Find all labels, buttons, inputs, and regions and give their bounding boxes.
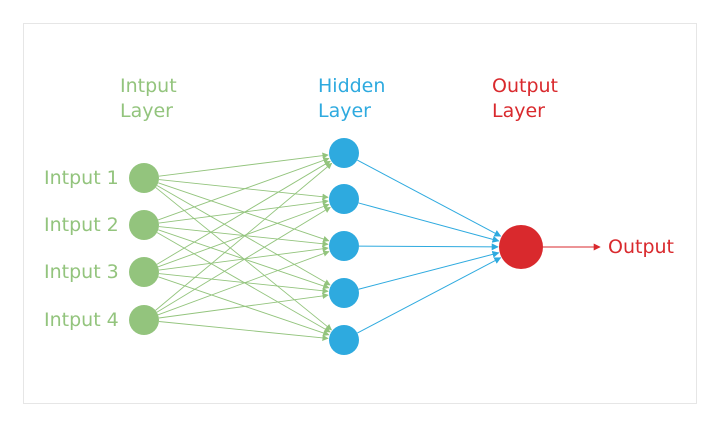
hidden-node-4 xyxy=(329,278,359,308)
edge-hidden-2-output xyxy=(358,202,500,243)
edge-input-4-hidden-4 xyxy=(158,292,329,319)
edge-hidden-4-output xyxy=(358,250,500,290)
edge-input-4-hidden-3 xyxy=(157,250,330,316)
edge-input-3-hidden-3 xyxy=(158,245,329,271)
edge-hidden-1-output xyxy=(357,159,502,237)
input-node-label-2: Intput 2 xyxy=(44,214,119,236)
edges-group xyxy=(155,152,601,341)
edge-input-3-hidden-2 xyxy=(157,203,330,268)
edge-input-4-hidden-2 xyxy=(156,206,331,313)
hidden-node-3 xyxy=(329,231,359,261)
output-layer-title: Output Layer xyxy=(492,74,558,124)
nodes-group xyxy=(129,138,543,355)
output-layer-title-line1: Output xyxy=(492,75,558,97)
hidden-layer-title-line2: Layer xyxy=(318,100,371,122)
input-node-2 xyxy=(129,210,159,240)
edge-input-2-hidden-1 xyxy=(157,157,330,221)
input-layer-title-line2: Layer xyxy=(120,100,173,122)
edge-input-3-hidden-4 xyxy=(158,273,329,294)
input-node-label-3: Intput 3 xyxy=(44,261,119,283)
hidden-node-5 xyxy=(329,325,359,355)
input-node-label-4: Intput 4 xyxy=(44,309,119,331)
edge-input-2-hidden-2 xyxy=(158,198,329,224)
edge-input-3-hidden-5 xyxy=(158,276,330,337)
edge-hidden-3-output xyxy=(358,243,499,251)
hidden-layer-title: Hidden Layer xyxy=(318,74,385,124)
input-node-4 xyxy=(129,305,159,335)
edge-hidden-5-output xyxy=(357,257,502,334)
edge-input-3-hidden-1 xyxy=(156,160,331,265)
input-node-3 xyxy=(129,257,159,287)
hidden-node-2 xyxy=(329,184,359,214)
hidden-node-1 xyxy=(329,138,359,168)
input-node-1 xyxy=(129,163,159,193)
edge-input-4-hidden-5 xyxy=(158,321,329,341)
input-node-label-1: Intput 1 xyxy=(44,167,119,189)
output-node xyxy=(499,225,543,269)
output-layer-title-line2: Layer xyxy=(492,100,545,122)
edge-input-4-hidden-1 xyxy=(155,162,333,311)
edge-input-1-hidden-1 xyxy=(158,152,329,177)
input-layer-title-line1: Intput xyxy=(120,75,177,97)
output-label: Output xyxy=(608,236,674,258)
edge-input-1-hidden-2 xyxy=(158,179,329,200)
hidden-layer-title-line1: Hidden xyxy=(318,75,386,97)
input-layer-title: Intput Layer xyxy=(120,74,177,124)
